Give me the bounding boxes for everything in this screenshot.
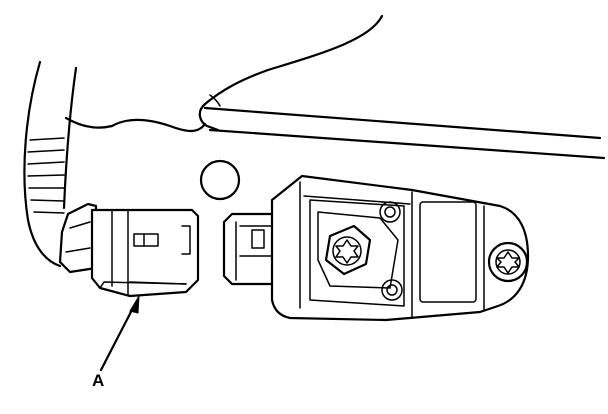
- torx-bolt: [324, 224, 372, 276]
- harness-connector: [58, 202, 200, 298]
- mounting-hole: [199, 159, 241, 201]
- callout-arrowhead: [129, 295, 140, 314]
- sensor-module: [270, 174, 530, 322]
- mounting-panel: [64, 14, 606, 160]
- callout-a: A: [92, 295, 140, 390]
- wire-harness: [23, 60, 78, 268]
- torx-bolt: [487, 241, 529, 283]
- callout-label-a: A: [92, 371, 104, 390]
